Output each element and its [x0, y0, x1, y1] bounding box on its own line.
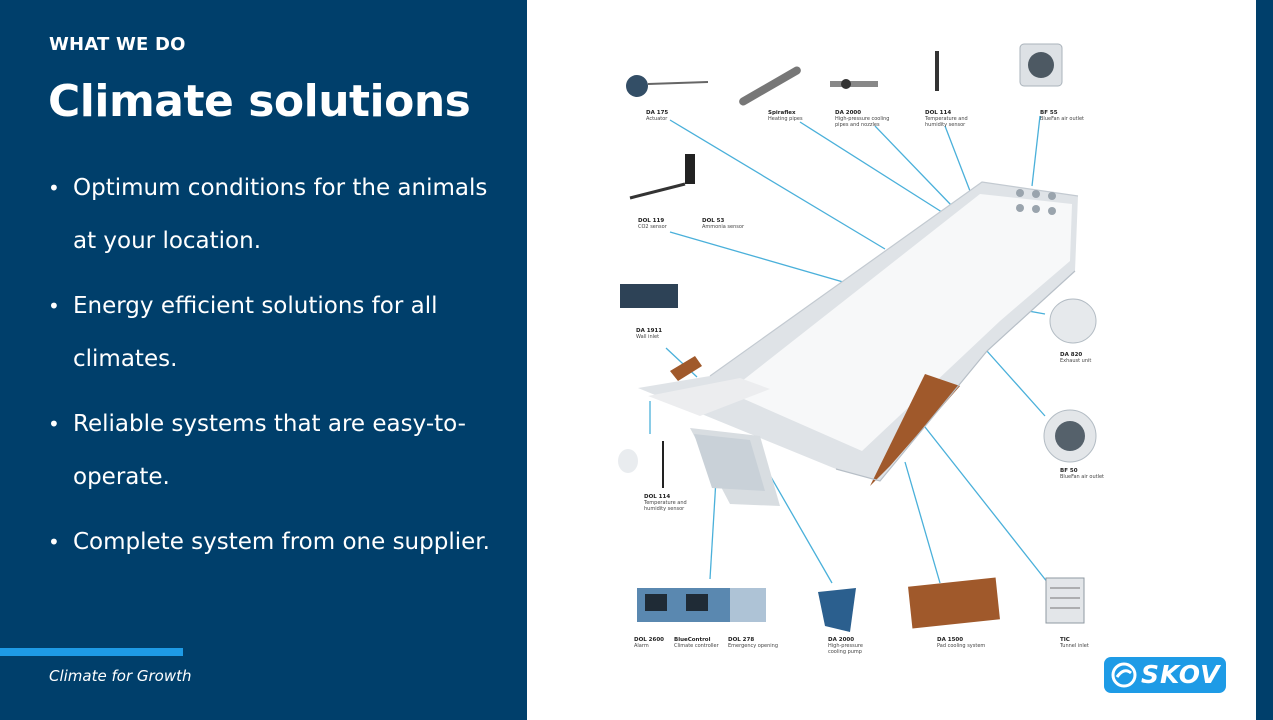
label-code: DOL 2600: [634, 637, 664, 643]
label-desc: Actuator: [646, 116, 668, 122]
label-desc: pipes and nozzles: [835, 122, 880, 128]
label-desc: Pad cooling system: [937, 643, 985, 649]
label-desc: BlueFan air outlet: [1040, 116, 1084, 122]
label-desc: Heating pipes: [768, 116, 803, 122]
label-desc: Tunnel inlet: [1059, 643, 1089, 649]
skov-logo: SKOV: [1104, 657, 1226, 693]
label-desc: CO2 sensor: [638, 224, 668, 230]
label-code: BlueControl: [674, 637, 711, 643]
bullet-item: Optimum conditions for the animals at yo…: [48, 162, 498, 268]
bullet-list: Optimum conditions for the animals at yo…: [48, 162, 498, 581]
label-code: DOL 53: [702, 218, 724, 224]
label-code: DOL 114: [644, 494, 670, 500]
label-code: DA 820: [1060, 352, 1082, 358]
leader-lines: [649, 115, 1049, 584]
label-desc: Temperature and: [643, 500, 687, 506]
bullet-item: Reliable systems that are easy-to-operat…: [48, 398, 498, 504]
label-code: DA 2000: [828, 637, 854, 643]
label-code: DOL 278: [728, 637, 754, 643]
left-panel: WHAT WE DO Climate solutions Optimum con…: [0, 0, 527, 720]
label-code: DA 175: [646, 110, 668, 116]
label-code: TIC: [1060, 637, 1070, 643]
label-desc: humidity sensor: [644, 506, 685, 512]
label-code: BF 55: [1040, 110, 1058, 116]
label-desc: Wall inlet: [636, 334, 659, 340]
label-desc: Emergency opening: [728, 643, 778, 649]
label-code: Spiraflex: [768, 110, 796, 116]
label-code: BF 50: [1060, 468, 1078, 474]
label-desc: BlueFan air outlet: [1060, 474, 1104, 480]
accent-bar: [0, 648, 183, 656]
label-desc: High-pressure cooling: [835, 116, 889, 122]
label-desc: Alarm: [634, 643, 649, 649]
label-desc: Climate controller: [674, 643, 720, 649]
label-desc: Exhaust unit: [1060, 358, 1091, 364]
label-desc: Temperature and: [924, 116, 968, 122]
label-desc: humidity sensor: [925, 122, 966, 128]
label-desc: Ammonia sensor: [702, 224, 745, 230]
label-code: DA 2000: [835, 110, 861, 116]
label-desc: cooling pump: [828, 649, 862, 655]
label-code: DA 1500: [937, 637, 963, 643]
logo-text: SKOV: [1141, 660, 1221, 689]
logo-mark-icon: [1111, 662, 1137, 688]
eyebrow-heading: WHAT WE DO: [49, 34, 186, 55]
label-desc: High-pressure: [828, 643, 863, 649]
slide-title: Climate solutions: [48, 76, 471, 127]
barn-body: [638, 181, 1079, 506]
bullet-item: Complete system from one supplier.: [48, 516, 498, 569]
component-labels: DA 175 Actuator Spiraflex Heating pipes …: [634, 110, 1104, 655]
barn-diagram: DA 175 Actuator Spiraflex Heating pipes …: [618, 43, 1104, 655]
component-thumbnails: [618, 43, 1097, 632]
tagline: Climate for Growth: [49, 667, 192, 685]
label-code: DA 1911: [636, 328, 662, 334]
bullet-item: Energy efficient solutions for all clima…: [48, 280, 498, 386]
label-code: DOL 119: [638, 218, 664, 224]
right-edge-strip: [1256, 0, 1273, 720]
label-code: DOL 114: [925, 110, 951, 116]
